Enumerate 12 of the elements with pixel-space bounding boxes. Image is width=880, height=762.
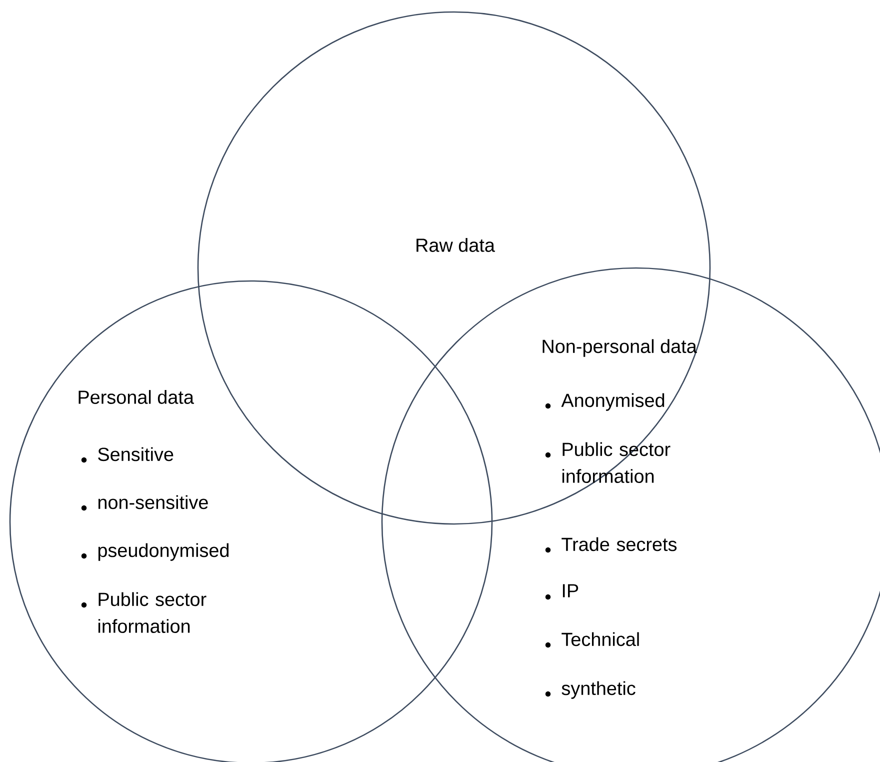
list-item: IP bbox=[562, 584, 578, 598]
list-item: Trade secrets bbox=[562, 537, 677, 552]
list-item: Public sector information bbox=[98, 592, 206, 633]
list-item: Technical bbox=[562, 632, 639, 646]
circle-heading: Non-personal data bbox=[542, 339, 697, 357]
list-item: pseudonymised bbox=[98, 543, 229, 561]
circle-heading: Personal data bbox=[78, 390, 194, 404]
circle-heading: Raw data bbox=[416, 238, 495, 252]
list-item: Sensitive bbox=[98, 447, 174, 462]
list-item: non-sensitive bbox=[98, 495, 208, 510]
list-item: Anonymised bbox=[561, 393, 664, 411]
list-item: synthetic bbox=[562, 681, 636, 699]
